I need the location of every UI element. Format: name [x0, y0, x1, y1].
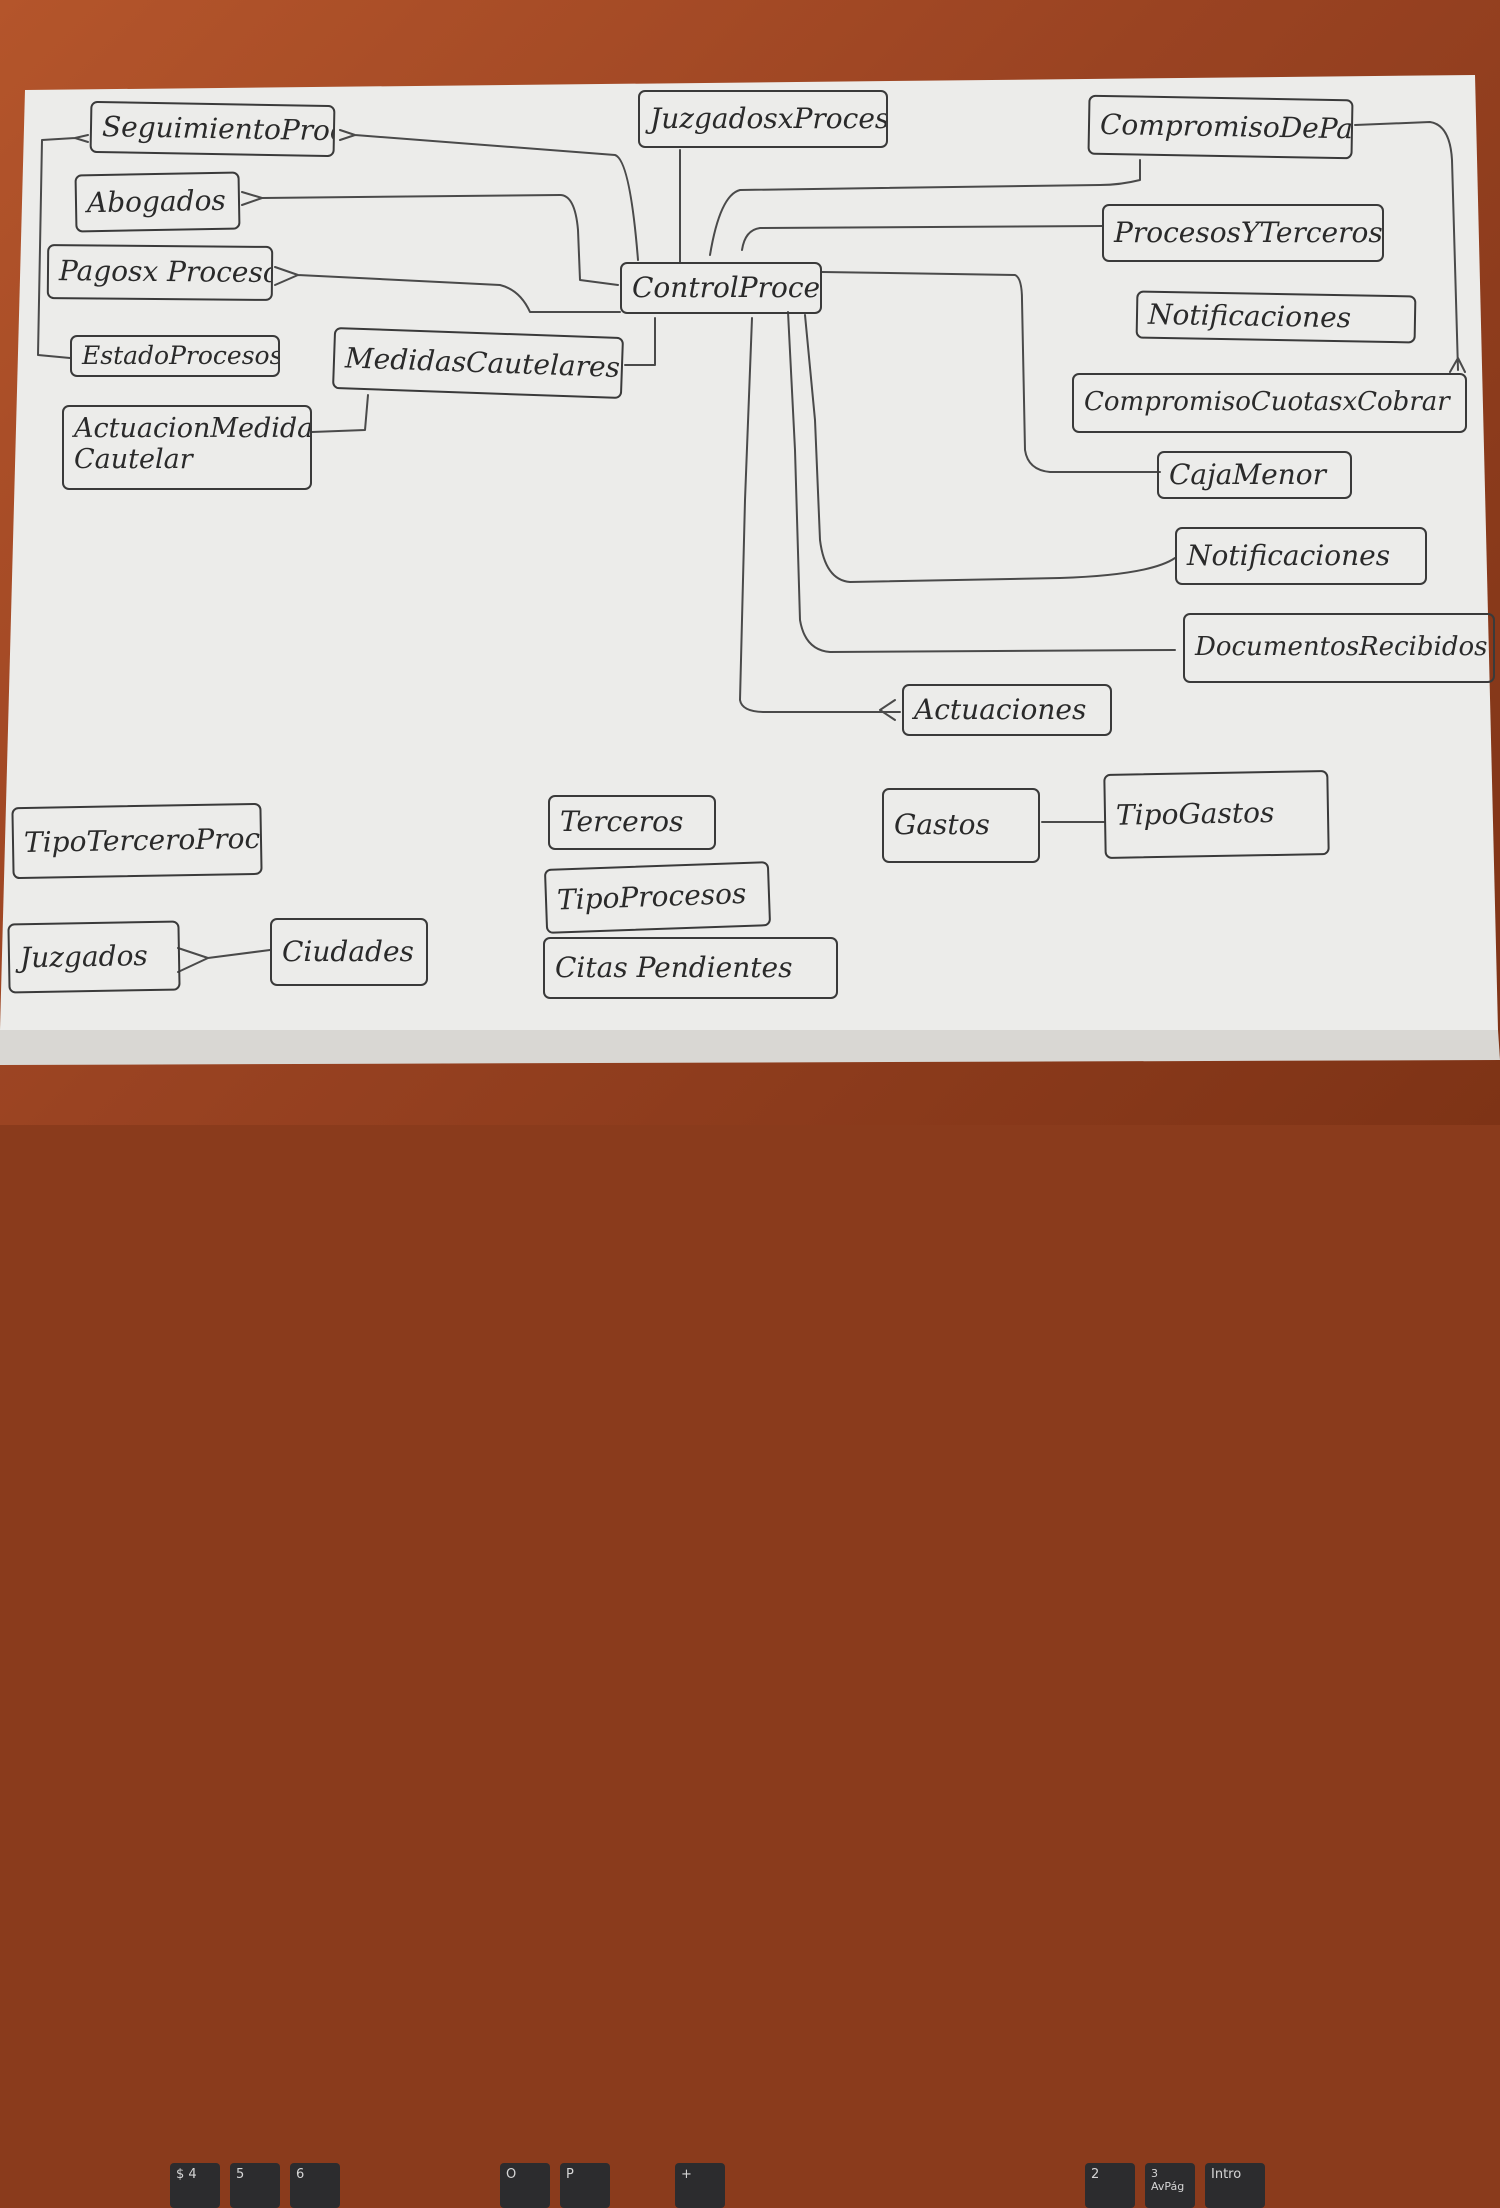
keyboard-key: P	[560, 2163, 610, 2208]
entity-label: MedidasCautelares	[344, 341, 621, 384]
entity-tipo-tercero-proc: TipoTerceroProc	[11, 802, 263, 880]
keyboard-key: $ 4	[170, 2163, 220, 2208]
link-procesos-y-terceros	[741, 225, 1103, 251]
entity-label: Actuaciones	[914, 692, 1087, 726]
entity-tipo-procesos: TipoProcesos	[543, 861, 772, 934]
keyboard-key: Intro	[1205, 2163, 1265, 2208]
entity-label: ProcesosYTerceros	[1114, 215, 1383, 249]
entity-juzgados: Juzgados	[7, 920, 181, 994]
entity-seguimiento-procesos: SeguimientoProcesos	[89, 100, 336, 158]
entity-label-line2: Cautelar	[74, 444, 193, 476]
entity-gastos: Gastos	[882, 788, 1040, 863]
keyboard-key: 5	[230, 2163, 280, 2208]
link-medidas-cautelares	[624, 317, 656, 366]
entity-label: CajaMenor	[1169, 457, 1327, 491]
entity-label: Notificaciones	[1187, 538, 1391, 572]
entity-tipo-gastos: TipoGastos	[1103, 770, 1330, 859]
entity-label: SeguimientoProcesos	[101, 109, 336, 149]
entity-label: Abogados	[86, 183, 227, 220]
entity-juzgados-x-proceso: JuzgadosxProceso	[638, 90, 888, 148]
entity-compromiso-de-pago: CompromisoDePago	[1087, 94, 1354, 160]
entity-label: Gastos	[894, 808, 990, 842]
entity-label: Citas Pendientes	[555, 950, 793, 984]
keyboard-key: 2	[1085, 2163, 1135, 2208]
entity-actuaciones: Actuaciones	[902, 684, 1112, 736]
entity-label: Pagosx Procesos	[58, 254, 274, 290]
entity-label: Juzgados	[19, 938, 149, 975]
entity-label: Notificaciones	[1147, 297, 1352, 335]
entity-compromiso-cuotas-x-cobrar: CompromisoCuotasxCobrar	[1072, 373, 1467, 433]
keyboard: $ 4 5 6 O P + 2 3 AvPág Intro	[0, 1075, 1500, 2208]
link-compromiso-cuotas	[1354, 121, 1466, 373]
link-seguimiento	[339, 129, 639, 261]
entity-notificaciones-1: Notificaciones	[1135, 290, 1417, 344]
entity-label: CompromisoCuotasxCobrar	[1084, 387, 1450, 418]
entity-label: DocumentosRecibidos	[1195, 632, 1488, 663]
link-actuacion-medida	[311, 394, 369, 433]
link-notificaciones-2	[804, 314, 1176, 583]
entity-actuacion-medida-cautelar: ActuacionMedida Cautelar	[62, 405, 312, 490]
entity-label: TipoProcesos	[556, 877, 747, 917]
keyboard-key: 3 AvPág	[1145, 2163, 1195, 2208]
link-pagos-x-procesos	[274, 266, 621, 313]
link-caja-menor	[821, 271, 1161, 473]
entity-medidas-cautelares: MedidasCautelares	[332, 326, 624, 400]
link-actuaciones	[739, 317, 901, 721]
entity-citas-pendientes: Citas Pendientes	[543, 937, 838, 999]
entity-label: Ciudades	[282, 934, 414, 968]
entity-pagos-x-procesos: Pagosx Procesos	[46, 244, 274, 301]
link-seguimiento-estado	[37, 134, 89, 359]
keyboard-key: O	[500, 2163, 550, 2208]
entity-label: JuzgadosxProceso	[650, 101, 888, 135]
entity-terceros: Terceros	[548, 795, 716, 850]
link-documentos-recibidos	[787, 311, 1176, 653]
entity-label: CompromisoDePago	[1099, 107, 1354, 146]
entity-label-line1: ActuacionMedida	[74, 413, 312, 444]
entity-label: TipoTerceroProc	[23, 821, 261, 859]
entity-caja-menor: CajaMenor	[1157, 451, 1352, 499]
entity-label: ControlProcesos	[632, 270, 821, 304]
paper-sheet	[0, 75, 1500, 1065]
entity-control-procesos: ControlProcesos	[620, 262, 822, 314]
entity-procesos-y-terceros: ProcesosYTerceros	[1102, 204, 1384, 262]
link-juzgados-ciudades	[177, 947, 271, 973]
entity-ciudades: Ciudades	[270, 918, 428, 986]
entity-label: TipoGastos	[1115, 796, 1275, 833]
relationship-lines	[37, 121, 1466, 973]
entity-abogados: Abogados	[74, 171, 241, 233]
entity-label: EstadoProcesos	[82, 340, 280, 370]
entity-label: Terceros	[560, 805, 684, 839]
link-abogados	[241, 191, 619, 286]
entity-notificaciones-2: Notificaciones	[1175, 527, 1427, 585]
link-compromiso-de-pago	[709, 159, 1141, 256]
keyboard-key: 6	[290, 2163, 340, 2208]
entity-estado-procesos: EstadoProcesos	[70, 335, 280, 377]
entity-documentos-recibidos: DocumentosRecibidos	[1183, 613, 1495, 683]
keyboard-key: +	[675, 2163, 725, 2208]
